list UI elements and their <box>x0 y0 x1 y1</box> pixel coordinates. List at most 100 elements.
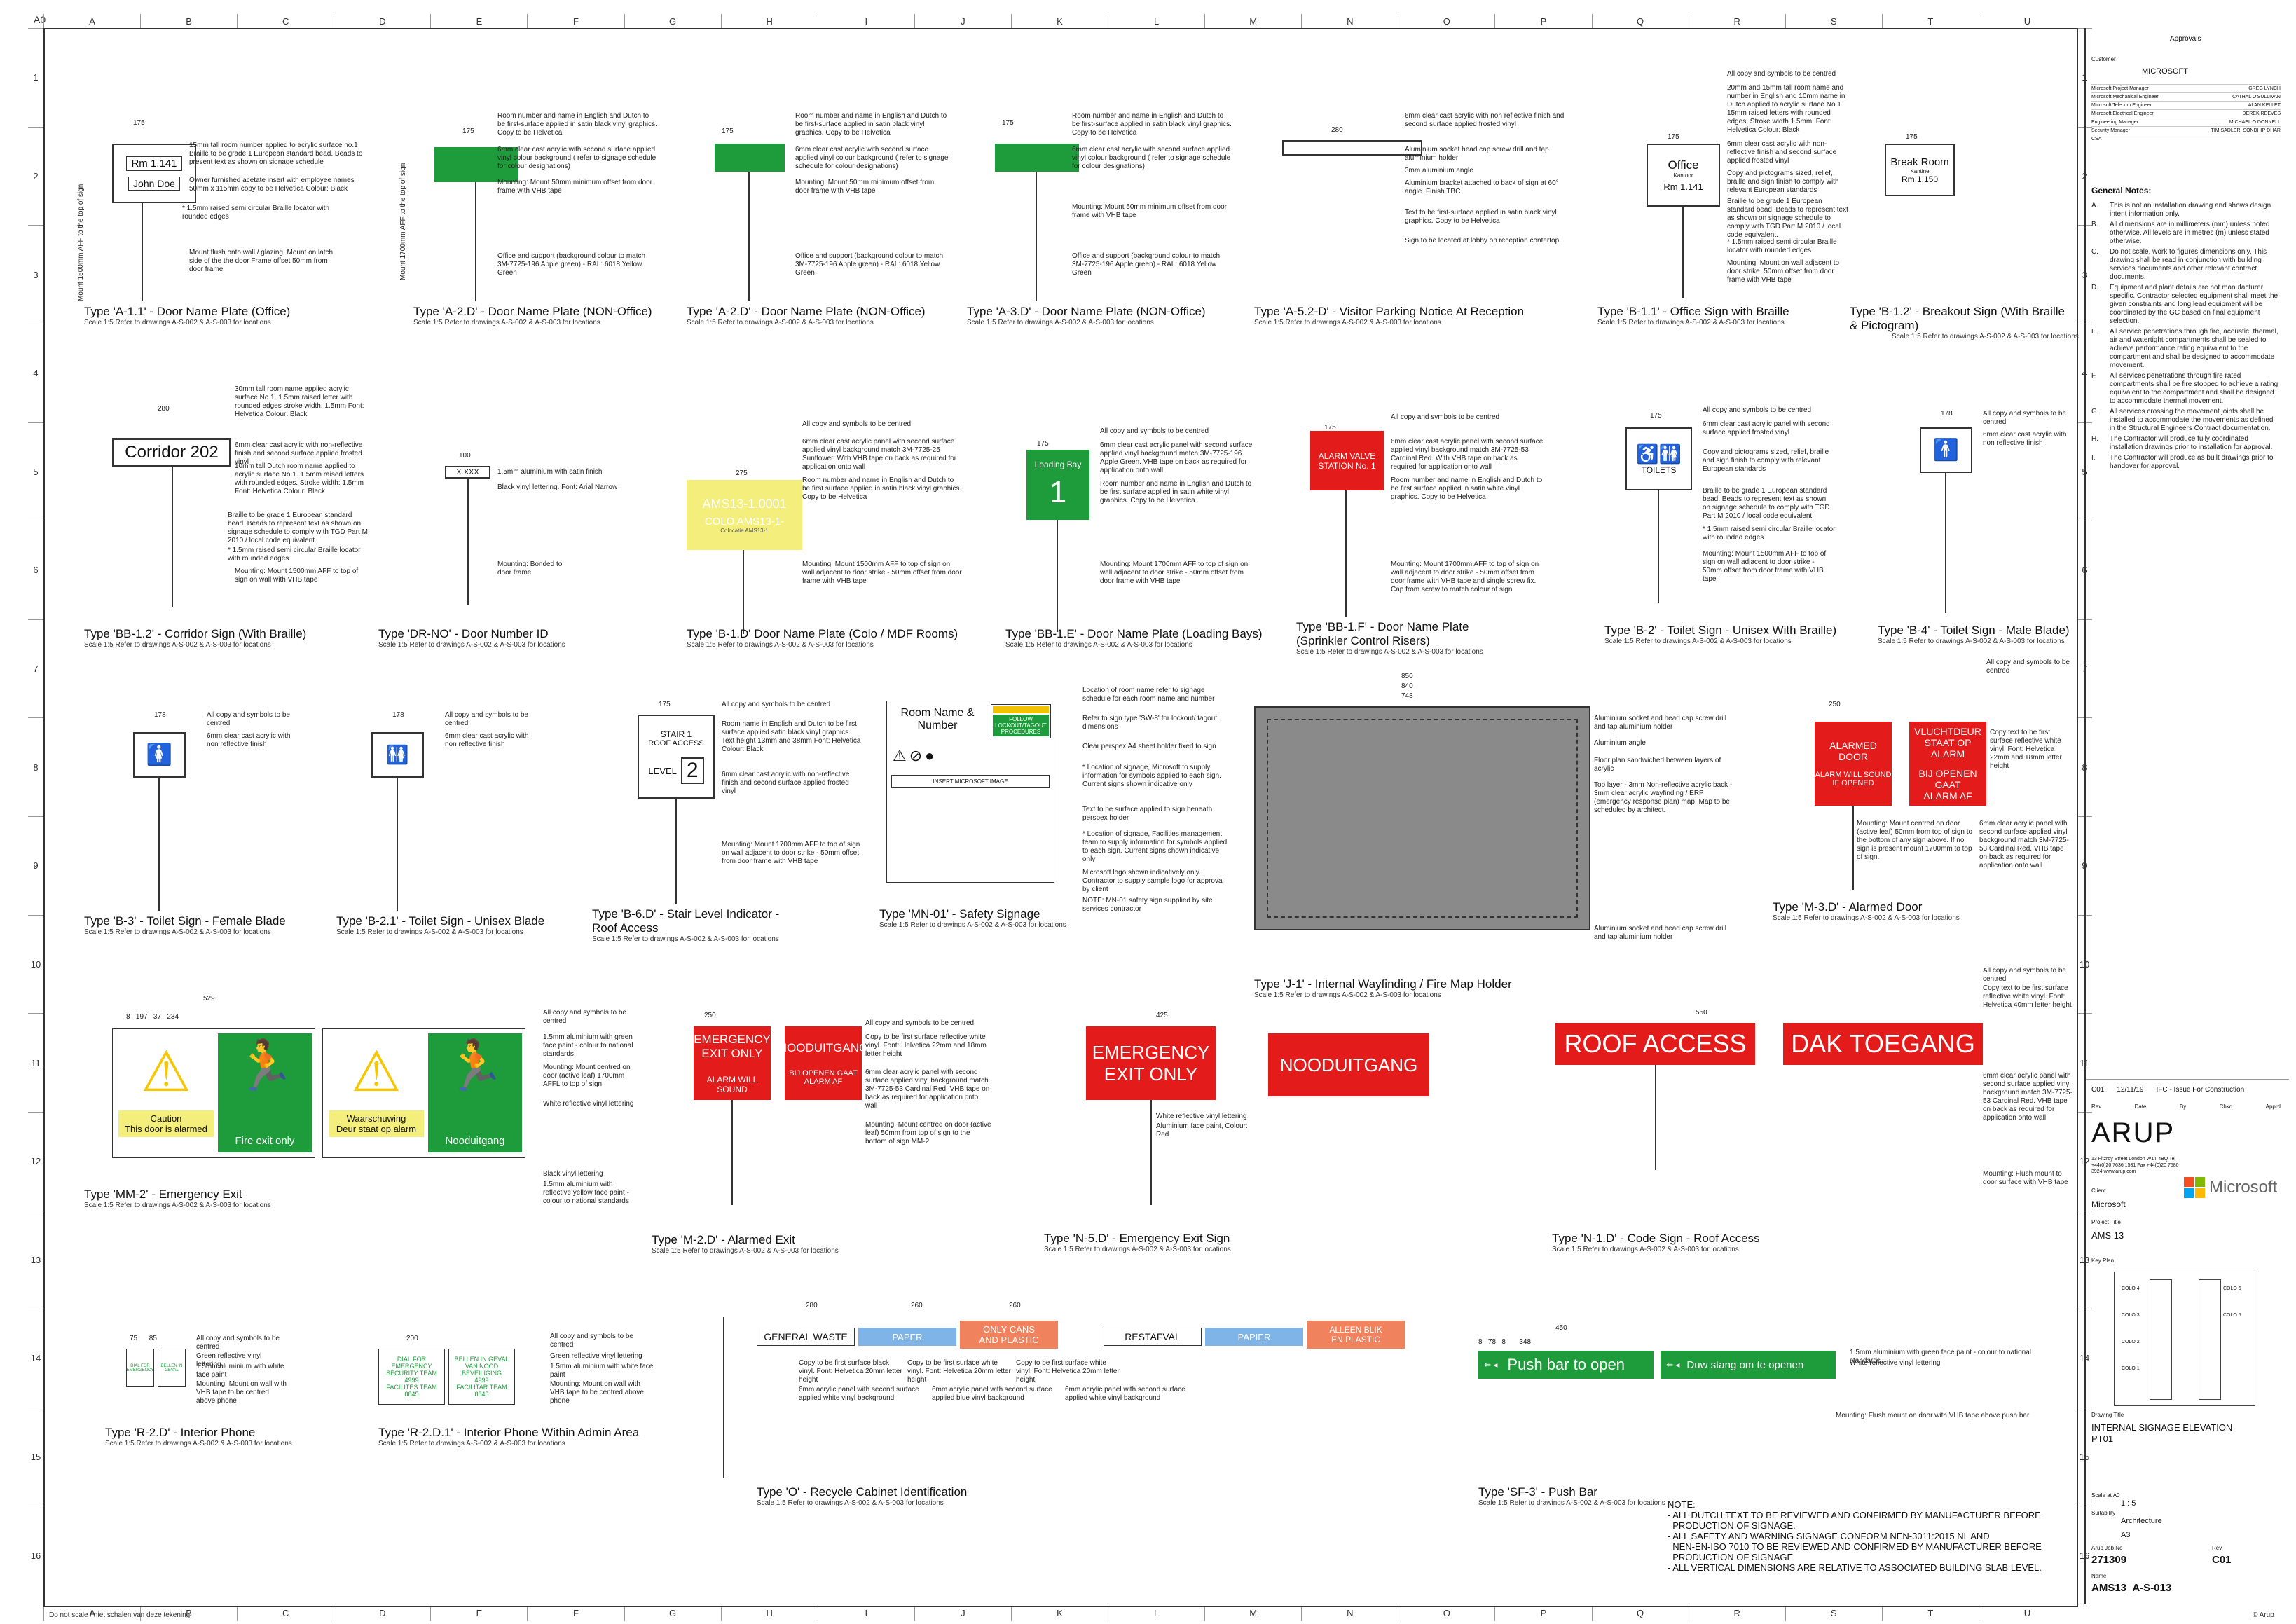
grid-label: 2 <box>28 126 43 226</box>
grid-label: A <box>43 14 140 29</box>
type-b21: 178 🚻 All copy and symbols to be centred… <box>336 711 545 936</box>
note-key: A. <box>2091 202 2098 209</box>
note: Black vinyl lettering. Font: Arial Narro… <box>497 483 618 491</box>
sign-text: EMERGENCY <box>694 1032 771 1046</box>
female-pictogram-icon: 🚺 <box>146 743 173 766</box>
type-a2d-non-office: 175 Mount 1700mm AFF to the top of sign … <box>392 112 687 326</box>
bin-label-general-waste: GENERAL WASTE <box>757 1328 855 1346</box>
general-note: B.All dimensions are in millimeters (mm)… <box>2091 221 2281 246</box>
grid-label: N <box>1301 1606 1398 1621</box>
type-title: Type 'B-4' - Toilet Sign - Male Blade) <box>1878 624 2070 637</box>
sign-text: BELLEN IN GEVAL <box>454 1356 509 1363</box>
fire-map-holder <box>1254 706 1590 930</box>
note-key: D. <box>2091 284 2098 291</box>
type-b12: 175 Break Room Kantine Rm 1.150 Type 'B-… <box>1850 133 2079 340</box>
general-note: G.All services crossing the movement joi… <box>2091 408 2281 433</box>
note-text: The Contractor will produce fully coordi… <box>2110 435 2273 451</box>
sign-text: ROOF ACCESS <box>648 739 704 748</box>
suitability-label: Suitability <box>2091 1510 2116 1516</box>
type-scale: Scale 1:5 Refer to drawings A-S-002 & A-… <box>378 641 565 649</box>
note: 1.5mm aluminium with satin finish <box>497 468 603 476</box>
type-bb1f: 175 ALARM VALVE STATION No. 1 All copy a… <box>1296 413 1544 656</box>
sign-text: Office <box>1668 158 1699 172</box>
type-scale: Scale 1:5 Refer to drawings A-S-002 & A-… <box>1878 638 2065 645</box>
type-n1d: 550 ROOF ACCESS DAK TOEGANG All copy and… <box>1552 967 2072 1253</box>
door-plate-green <box>434 147 518 182</box>
door-plate-green <box>995 144 1079 172</box>
grid-label: 11 <box>28 1013 43 1112</box>
note-line: - ALL SAFETY AND WARNING SIGNAGE CONFORM… <box>1668 1531 1990 1541</box>
general-note: C.Do not scale, work to figures dimensio… <box>2091 248 2281 282</box>
note-text: This is not an installation drawing and … <box>2110 202 2271 218</box>
note-text: Equipment and plant details are not manu… <box>2110 284 2278 325</box>
approval-role: Microsoft Project Manager <box>2091 86 2149 91</box>
type-b4: 178 🚹 All copy and symbols to be centred… <box>1878 410 2070 645</box>
sign-text: 1 <box>1049 475 1067 509</box>
drawing-title: INTERNAL SIGNAGE ELEVATION <box>2091 1422 2233 1433</box>
grid-label: I <box>817 14 914 29</box>
note: Mounting: Bonded to door frame <box>497 560 563 577</box>
grid-label: U <box>1978 14 2075 29</box>
interior-phone-admin-sign-nl: BELLEN IN GEVAL VAN NOOD BEVEILIGING 499… <box>448 1349 515 1405</box>
bin-label-paper: PAPER <box>858 1328 956 1346</box>
note-heading: NOTE: <box>1668 1499 1696 1510</box>
approval-name: GREG LYNCH <box>2248 86 2281 91</box>
grid-label: T <box>1881 1606 1979 1621</box>
type-scale: Scale 1:5 Refer to drawings A-S-002 & A-… <box>1773 914 1960 922</box>
colo-door-plate: AMS13-1.0001 COLO AMS13-1- Colocatie AMS… <box>687 480 802 550</box>
grid-label: 13 <box>28 1210 43 1309</box>
sign-text: EXIT ONLY <box>1104 1063 1198 1085</box>
drawing-frame <box>43 28 2078 1607</box>
sign-text: ALLEEN BLIK <box>1329 1325 1382 1335</box>
note-text: Do not scale, work to figures dimensions… <box>2110 248 2267 281</box>
grid-label: L <box>1108 1606 1204 1621</box>
drawing-title: PT01 <box>2091 1433 2114 1444</box>
sign-text: ALARM AF <box>1923 790 1972 801</box>
scale-label: Scale at A0 <box>2091 1492 2120 1499</box>
note: 6mm clear cast acrylic with second surfa… <box>1072 146 1231 170</box>
approval-row: Microsoft Project Manager GREG LYNCH <box>2091 84 2281 92</box>
keyplan-room: COLO 1 <box>2122 1366 2140 1371</box>
type-title: Type 'M-3.D' - Alarmed Door <box>1773 900 1923 914</box>
customer-name: MICROSOFT <box>2142 67 2188 76</box>
type-r2d: 75 85 DIAL FOR EMERGENCY BELLEN IN GEVAL… <box>105 1335 292 1447</box>
rev-header: Chkd <box>2219 1103 2233 1110</box>
grid-label: K <box>1010 1606 1108 1621</box>
note: Office and support (background colour to… <box>1072 252 1221 277</box>
sign-text: DIAL FOR <box>397 1356 427 1363</box>
approval-role: Engineering Manager <box>2091 120 2138 125</box>
rev-header: Date <box>2134 1103 2147 1110</box>
type-b11: 175 Office Kantoor Rm 1.141 Type 'B-1.1'… <box>1597 70 1848 326</box>
sign-text: Push bar to open <box>1507 1356 1625 1373</box>
note: Office and support (background colour to… <box>497 252 646 277</box>
type-scale: Scale 1:5 Refer to drawings A-S-002 & A-… <box>757 1499 944 1507</box>
type-title: Type 'J-1' - Internal Wayfinding / Fire … <box>1254 977 1512 991</box>
approval-role: Security Manager <box>2091 128 2130 133</box>
note-line: NEN-EN-ISO 7010 TO BE REVIEWED AND CONFI… <box>1668 1541 2042 1552</box>
sign-text: EMERGENCY <box>391 1363 432 1370</box>
grid-label: A <box>43 1606 140 1621</box>
note-key: F. <box>2091 372 2097 380</box>
type-title: Type 'MM-2' - Emergency Exit <box>84 1188 242 1201</box>
male-pictogram-icon: 🚹 <box>1932 439 1960 462</box>
toilet-sign-unisex: ♿🚻 TOILETS <box>1625 427 1692 490</box>
footer-left-note: Do not scale / niet schalen van deze tek… <box>49 1611 191 1619</box>
interior-phone-admin-sign-en: DIAL FOR EMERGENCY SECURITY TEAM 4999 FA… <box>378 1349 445 1405</box>
note: Sign to be located at lobby on reception… <box>1405 237 1560 245</box>
dimension: 529 <box>203 995 215 1003</box>
rev-desc: IFC - Issue For Construction <box>2156 1086 2245 1094</box>
type-title: Type 'DR-NO' - Door Number ID <box>378 627 549 640</box>
type-scale: Scale 1:5 Refer to drawings A-S-002 & A-… <box>592 935 779 943</box>
push-bar-sign-nl: ⇐ ◂ Duw stang om te openen <box>1661 1351 1836 1379</box>
sign-text: IF OPENED <box>1832 779 1874 787</box>
stair-level-indicator: STAIR 1 ROOF ACCESS LEVEL 2 <box>638 715 715 799</box>
job-number: 271309 <box>2091 1554 2127 1566</box>
sign-text: Caution <box>150 1113 182 1124</box>
note-line: - ALL VERTICAL DIMENSIONS ARE RELATIVE T… <box>1668 1562 2042 1573</box>
bin-label-papier: PAPIER <box>1205 1328 1303 1346</box>
grid-label: F <box>527 14 624 29</box>
